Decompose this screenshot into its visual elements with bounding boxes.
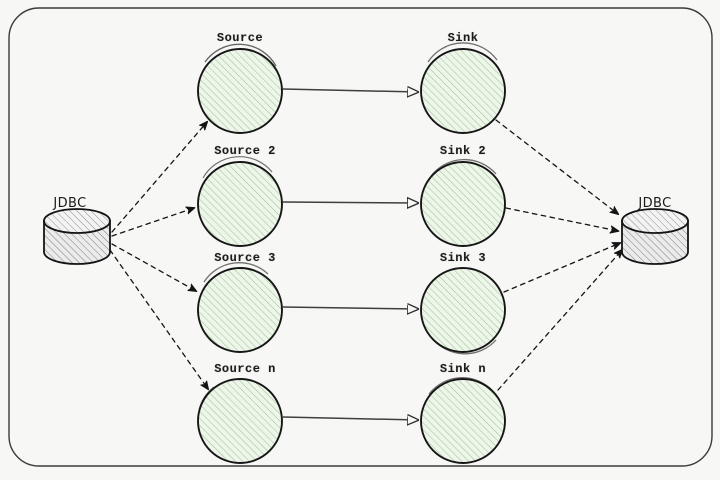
label-source-3: Source 3 bbox=[214, 251, 276, 265]
source-nodes bbox=[197, 43, 283, 464]
edge-sink-1-to-jdbc bbox=[495, 119, 618, 214]
node-jdbc-sink[interactable] bbox=[621, 208, 689, 265]
edge-source-1-to-sink-1 bbox=[282, 89, 418, 92]
diagram-frame bbox=[8, 7, 713, 467]
label-sink-1: Sink bbox=[447, 31, 479, 45]
label-source-1: Source bbox=[216, 31, 264, 45]
edge-source-2-to-sink-2 bbox=[282, 202, 418, 203]
sink-nodes bbox=[420, 42, 506, 464]
edge-sink-n-to-jdbc bbox=[497, 250, 622, 391]
node-sink-3[interactable] bbox=[420, 267, 506, 355]
label-sink-3: Sink 3 bbox=[439, 251, 487, 265]
node-sink-n[interactable] bbox=[420, 377, 506, 464]
edge-sink-2-to-jdbc bbox=[505, 207, 618, 231]
node-source-3[interactable] bbox=[197, 262, 283, 353]
edge-jdbc-to-source-3 bbox=[111, 243, 196, 291]
edge-jdbc-to-source-1 bbox=[111, 122, 207, 233]
edge-source-3-to-sink-3 bbox=[282, 307, 418, 309]
edges-sinks-to-db bbox=[495, 119, 622, 391]
edge-jdbc-to-source-2 bbox=[111, 208, 194, 237]
label-source-n: Source n bbox=[214, 362, 276, 376]
edge-jdbc-to-source-n bbox=[109, 249, 208, 389]
label-sink-2: Sink 2 bbox=[439, 144, 487, 158]
node-source-1[interactable] bbox=[197, 43, 283, 134]
edges-source-to-sink bbox=[282, 89, 418, 420]
label-jdbc-sink: JDBC bbox=[638, 196, 672, 211]
node-jdbc-source[interactable] bbox=[43, 208, 111, 265]
edges-db-to-sources bbox=[109, 122, 208, 389]
edge-sink-3-to-jdbc bbox=[503, 243, 620, 293]
node-source-n[interactable] bbox=[197, 378, 283, 464]
node-source-2[interactable] bbox=[197, 156, 283, 247]
label-sink-n: Sink n bbox=[439, 362, 487, 376]
node-sink-2[interactable] bbox=[420, 158, 506, 247]
label-source-2: Source 2 bbox=[214, 144, 276, 158]
edge-source-n-to-sink-n bbox=[282, 417, 418, 420]
node-sink-1[interactable] bbox=[420, 42, 506, 134]
label-jdbc-source: JDBC bbox=[53, 196, 87, 211]
